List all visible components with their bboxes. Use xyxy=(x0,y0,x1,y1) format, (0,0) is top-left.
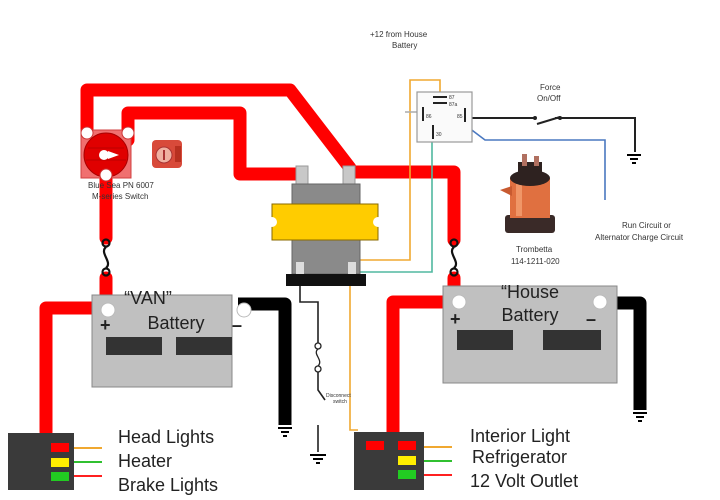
battery-switch[interactable] xyxy=(80,126,135,182)
house-battery-title: “House xyxy=(501,282,559,302)
wire-orange-feed xyxy=(349,79,441,431)
relay-pin-87a: 87a xyxy=(449,102,458,108)
ground-icons xyxy=(278,154,647,464)
van-negative-cable xyxy=(238,297,292,425)
switch-label-line1: Blue Sea PN 6007 xyxy=(88,181,154,190)
house-load-interior-light: Interior Light xyxy=(470,426,570,446)
force-switch-label-line1: Force xyxy=(540,83,561,92)
van-load-heater: Heater xyxy=(118,451,172,471)
house-feed-label-line1: +12 from House xyxy=(370,30,428,39)
cable-van-to-fuse-panel xyxy=(39,301,113,439)
relay-pin-87: 87 xyxy=(449,95,455,101)
van-plus-sign: + xyxy=(100,315,111,335)
disconnect-label-line1: Disconnect xyxy=(326,393,351,399)
isolator-base xyxy=(286,274,366,286)
house-feed-label-line2: Battery xyxy=(392,41,417,50)
house-fuse-green xyxy=(398,470,416,479)
wire-green-relay-30 xyxy=(353,140,433,273)
relay-pin-86: 86 xyxy=(426,114,432,120)
van-negative-terminal xyxy=(236,302,252,318)
van-fuse-panel: Head Lights Heater Brake Lights xyxy=(8,427,218,495)
switch-label-line2: M-series Switch xyxy=(92,192,148,201)
trombetta-solenoid-icon xyxy=(500,154,555,233)
cable-switch-to-isolator-right xyxy=(80,83,357,175)
solenoid-label-line1: Trombetta xyxy=(516,245,553,254)
van-battery-title: “VAN” xyxy=(124,288,172,308)
positive-cables xyxy=(39,83,461,439)
ground-icon xyxy=(278,427,292,437)
isolator xyxy=(267,165,383,286)
ground-icon xyxy=(310,454,326,464)
van-fuse-yellow xyxy=(51,458,69,467)
house-minus-sign: – xyxy=(586,309,596,329)
switch-photo-icon xyxy=(152,140,182,168)
cable-isolator-to-house-fuse xyxy=(343,165,461,247)
relay-box xyxy=(416,91,473,143)
isolator-bracket xyxy=(271,203,379,241)
van-fuse-icon xyxy=(101,238,111,277)
relay-pin-30: 30 xyxy=(436,132,442,138)
cable-house-to-fuse-panel xyxy=(386,295,461,439)
ground-icon xyxy=(633,412,647,422)
force-switch[interactable] xyxy=(533,116,562,125)
wire-disconnect xyxy=(299,282,326,452)
run-circuit-label-line2: Alternator Charge Circuit xyxy=(595,233,684,242)
house-fuse-panel: Interior Light Refrigerator 12 Volt Outl… xyxy=(354,426,578,491)
wire-force-switch xyxy=(467,117,636,152)
house-fuse-red-left xyxy=(366,441,384,450)
van-load-brake-lights: Brake Lights xyxy=(118,475,218,495)
van-battery-subtitle: Battery xyxy=(147,313,204,333)
ground-icon xyxy=(627,154,641,164)
relay: 87 87a 86 85 30 xyxy=(416,91,473,143)
run-circuit-label-line1: Run Circuit or xyxy=(622,221,671,230)
disconnect-fuse-icon xyxy=(314,342,322,373)
house-fuse-red xyxy=(398,441,416,450)
relay-pin-85: 85 xyxy=(457,114,463,120)
van-fuse-red xyxy=(51,443,69,452)
disconnect-label-line2: switch xyxy=(333,399,347,405)
van-load-head-lights: Head Lights xyxy=(118,427,214,447)
van-battery: “VAN” Battery + – xyxy=(91,288,252,388)
house-positive-terminal xyxy=(451,294,467,310)
house-plus-sign: + xyxy=(450,309,461,329)
van-fuse-green xyxy=(51,472,69,481)
cable-switch-to-isolator-left xyxy=(121,106,307,181)
van-minus-sign: – xyxy=(232,315,242,335)
house-negative-terminal xyxy=(592,294,608,310)
house-load-refrigerator: Refrigerator xyxy=(472,447,567,467)
solenoid-label-line2: 114-1211-020 xyxy=(511,257,560,266)
force-switch-label-line2: On/Off xyxy=(537,94,561,103)
house-battery-subtitle: Battery xyxy=(501,305,558,325)
house-fuse-icon xyxy=(449,238,459,277)
house-load-12v-outlet: 12 Volt Outlet xyxy=(470,471,578,491)
house-fuse-yellow xyxy=(398,456,416,465)
van-positive-terminal xyxy=(100,302,116,318)
house-battery: “House Battery + – xyxy=(442,282,618,384)
